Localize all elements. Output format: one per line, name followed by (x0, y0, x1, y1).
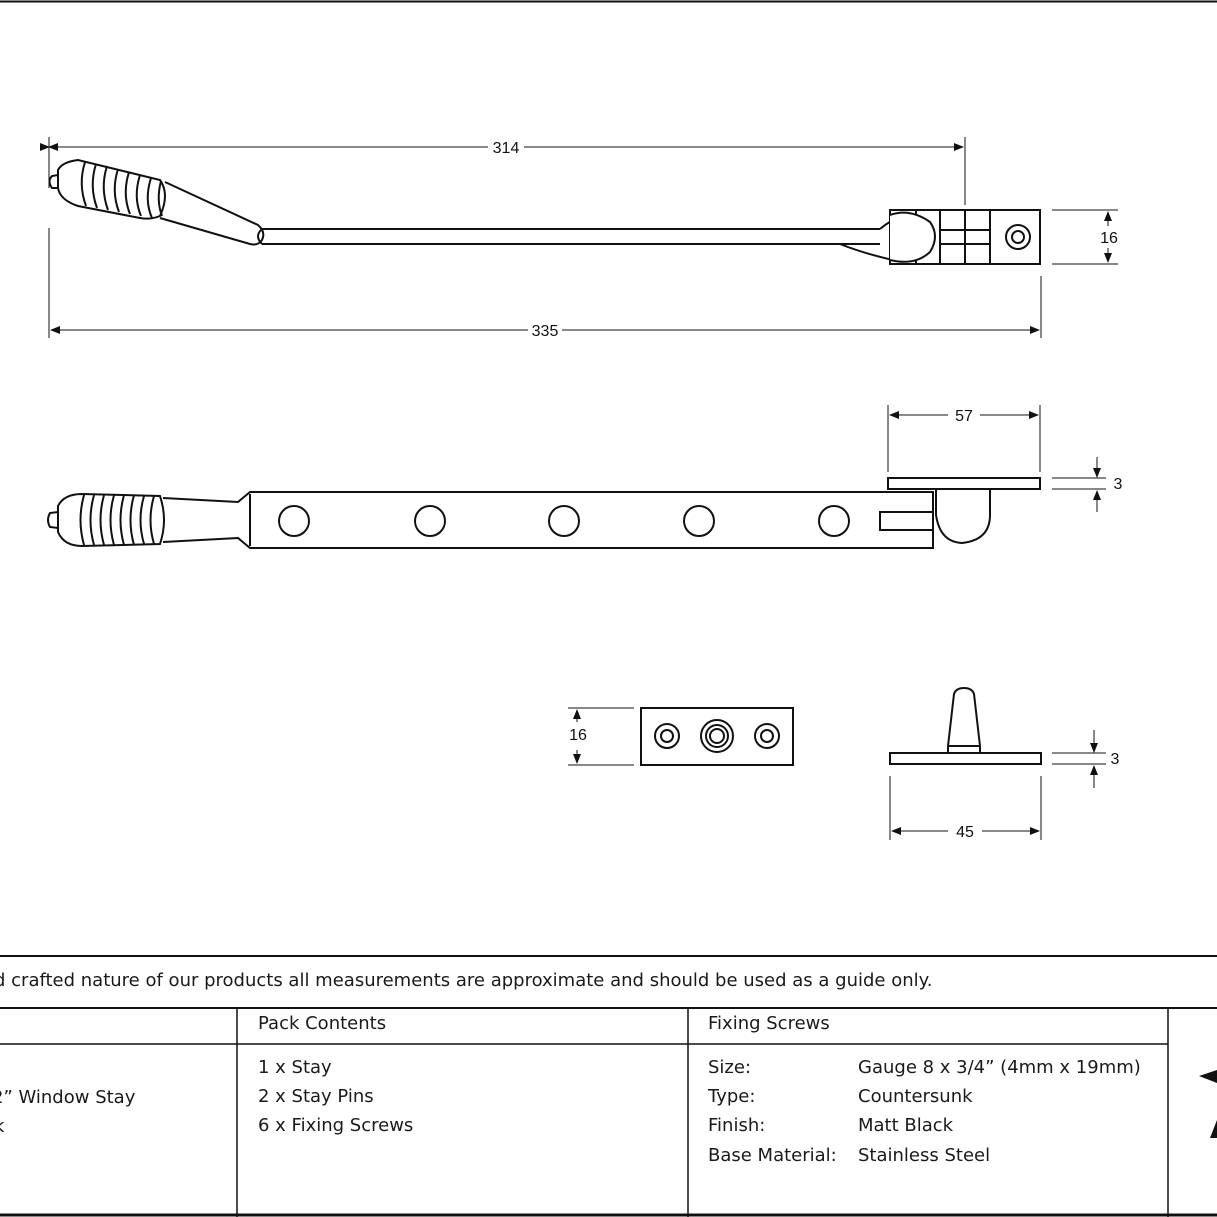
dimension-16-pinplate-label: 16 (569, 727, 587, 744)
dimension-335 (48, 228, 1042, 338)
dimension-3-plate-label: 3 (1114, 476, 1123, 493)
dimension-16-bracket (1052, 209, 1118, 265)
dimension-3-pinplate (1052, 730, 1106, 788)
screw-spec-label: Type: (708, 1086, 756, 1107)
disclaimer-text: d crafted nature of our products all mea… (0, 970, 933, 991)
dimension-45 (889, 776, 1042, 840)
screw-spec-label: Finish: (708, 1115, 766, 1136)
fixing-screws-header: Fixing Screws (708, 1013, 830, 1034)
dimension-3-plate (1052, 457, 1106, 512)
screw-spec-value: Stainless Steel (858, 1145, 991, 1166)
dimension-57-label: 57 (955, 408, 973, 425)
info-table-grid (0, 955, 1217, 1217)
pin-plate-side-view (889, 686, 1042, 765)
screw-spec-value: Matt Black (858, 1115, 954, 1136)
screw-spec-value: Gauge 8 x 3/4” (4mm x 19mm) (858, 1057, 1141, 1078)
stay-top-view (48, 158, 1041, 266)
dimension-314-label: 314 (493, 140, 520, 157)
screw-spec-value: Countersunk (858, 1086, 973, 1107)
dimension-16-pinplate (568, 707, 634, 766)
pin-plate-top-view (640, 707, 794, 766)
product-name-line1: 2” Window Stay (0, 1087, 136, 1108)
logo-partial-icon (1199, 1070, 1217, 1138)
product-name-line2: k (0, 1116, 4, 1137)
dimension-314 (40, 137, 966, 205)
pack-contents-header: Pack Contents (258, 1013, 387, 1034)
screw-spec-label: Base Material: (708, 1145, 837, 1166)
screw-spec-label: Size: (708, 1057, 752, 1078)
dimension-16-bracket-label: 16 (1100, 230, 1118, 247)
pack-item: 6 x Fixing Screws (258, 1115, 414, 1136)
pack-item: 1 x Stay (258, 1057, 332, 1078)
dimension-3-pinplate-label: 3 (1111, 751, 1120, 768)
dimension-45-label: 45 (956, 824, 974, 841)
dimension-335-label: 335 (532, 323, 559, 340)
dimension-57 (887, 405, 1041, 472)
pack-item: 2 x Stay Pins (258, 1086, 374, 1107)
stay-side-view (47, 477, 1041, 549)
